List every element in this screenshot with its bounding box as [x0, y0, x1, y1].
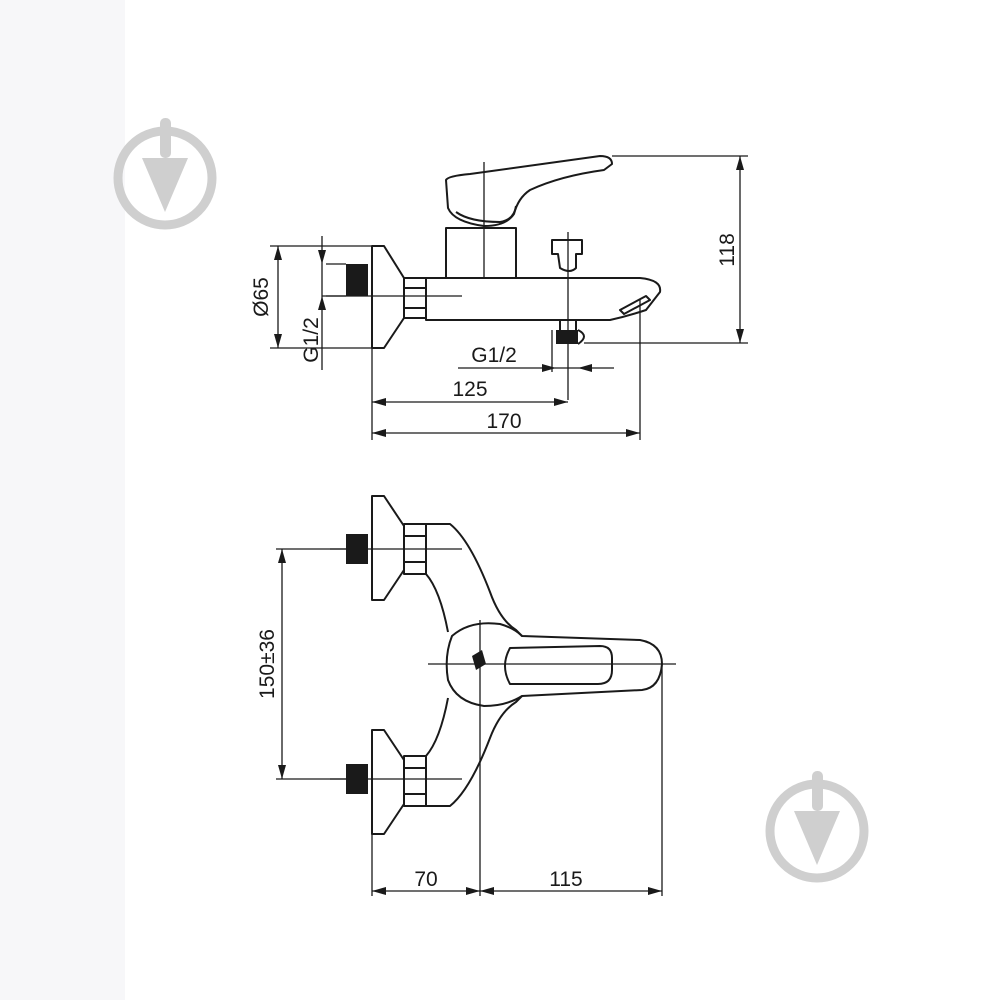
- watermark-logo-icon: [765, 771, 869, 883]
- diverter-knob: [551, 239, 583, 272]
- lever-handle-top: [504, 645, 613, 685]
- dim-axis-to-handle: 115: [549, 868, 582, 891]
- dim-outlet-offset: 125: [452, 378, 487, 401]
- top-view: 150±36 70 115: [256, 495, 676, 896]
- spout-aerator: [619, 295, 651, 315]
- inlet-thread: [346, 264, 368, 296]
- bottom-hex-nut: [403, 755, 427, 807]
- side-view: 118 Ø65 G1/2 G1/2 125 170: [250, 155, 748, 440]
- dim-height: 118: [716, 233, 739, 266]
- outlet-thread: [556, 330, 578, 344]
- body-arms: [426, 523, 523, 807]
- wall-flange: [371, 245, 405, 349]
- mixer-body-top: [445, 622, 663, 707]
- dim-flange-diameter: Ø65: [250, 277, 273, 317]
- left-band: [0, 0, 125, 1000]
- cartridge-housing: [445, 227, 517, 279]
- dim-outlet-thread: G1/2: [471, 344, 517, 367]
- top-flange: [371, 495, 405, 601]
- bottom-flange: [371, 729, 405, 835]
- watermark-logo-icon: [113, 118, 217, 230]
- hex-nut: [403, 277, 427, 319]
- mixer-body: [425, 277, 662, 321]
- dim-inlet-thread: G1/2: [300, 317, 323, 363]
- dim-body-to-axis: 70: [414, 868, 437, 891]
- dim-projection: 170: [486, 410, 521, 433]
- dim-inlet-spacing: 150±36: [256, 629, 279, 699]
- indicator-cap: [472, 650, 486, 670]
- lever-handle: [445, 155, 613, 227]
